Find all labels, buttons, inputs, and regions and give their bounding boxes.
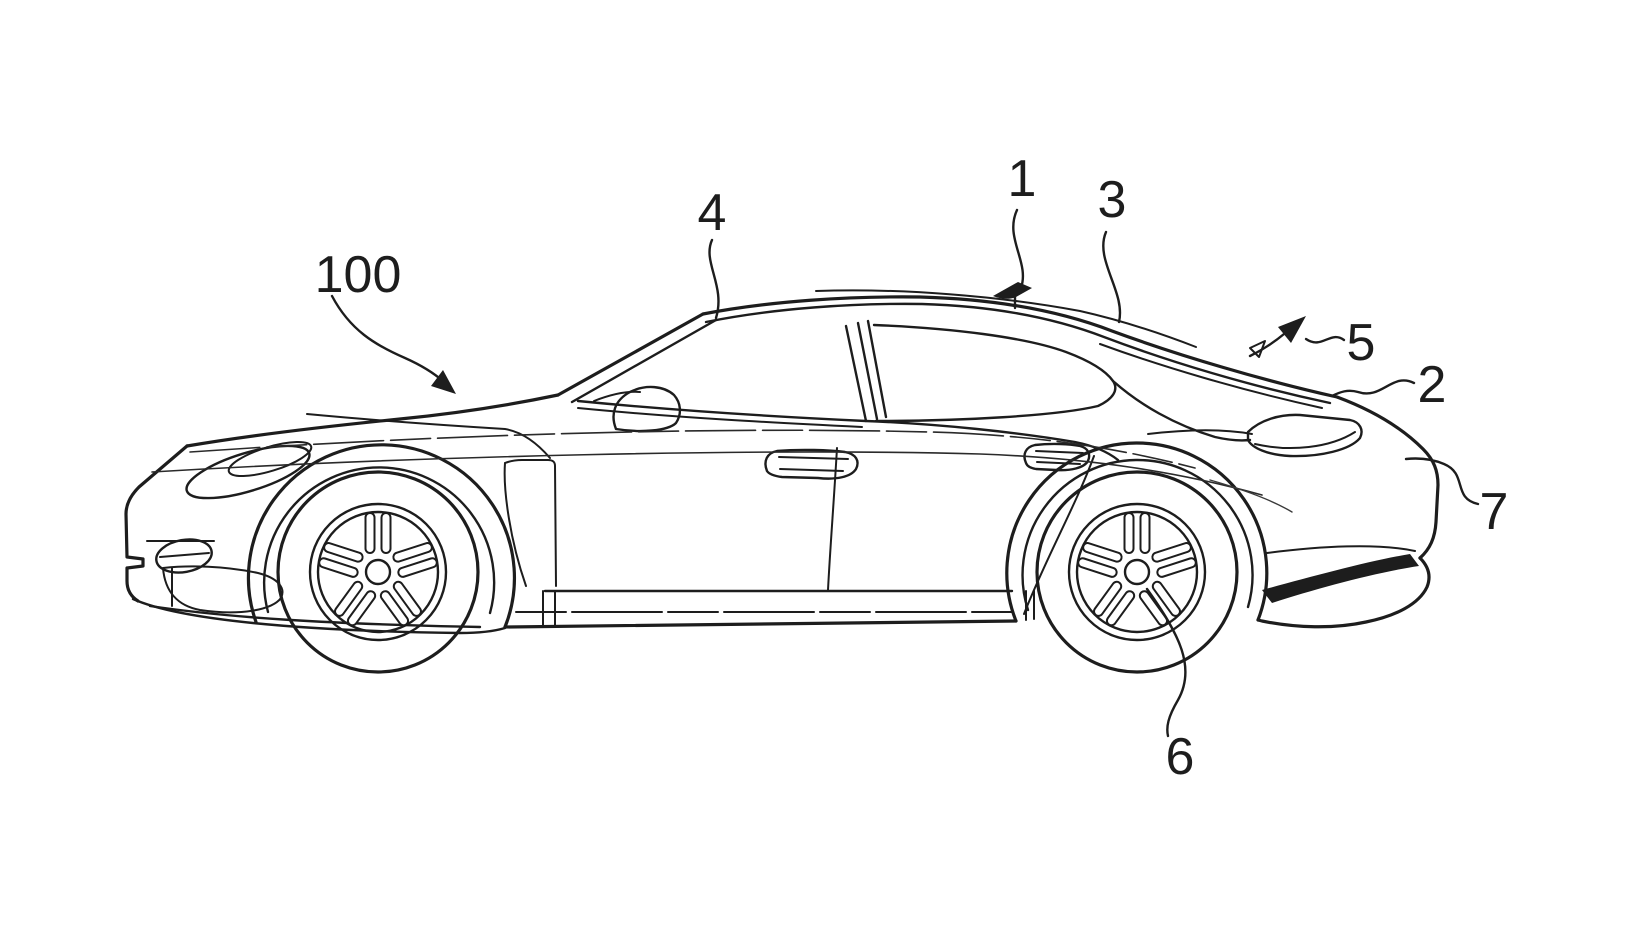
leader-1 — [1012, 208, 1024, 290]
reference-labels: 100 4 1 3 5 2 7 6 — [315, 150, 1509, 786]
front-wheel-spokes — [318, 512, 438, 627]
ref-label-4: 4 — [698, 184, 727, 242]
leader-2 — [1330, 379, 1416, 398]
leader-3 — [1102, 230, 1122, 324]
roof-antenna-mark — [993, 282, 1032, 299]
leader-7 — [1404, 457, 1480, 506]
leader-100-arrowhead — [431, 370, 456, 394]
leader-5 — [1304, 335, 1346, 344]
reference-leader-lines — [330, 208, 1480, 738]
leader-100 — [330, 294, 446, 384]
greenhouse-details — [576, 319, 1253, 462]
leader-6 — [1145, 587, 1187, 738]
rear-wheel-spokes — [1077, 512, 1197, 627]
door-details — [151, 429, 1263, 627]
car-body-outline — [124, 289, 1440, 635]
ref-label-3: 3 — [1098, 171, 1127, 229]
spoiler-motion-arrow-head — [1278, 316, 1306, 343]
spoiler-motion-arrow-shaft — [1248, 332, 1286, 358]
ref-label-2: 2 — [1418, 356, 1447, 414]
ref-label-7: 7 — [1480, 483, 1509, 541]
front-wheel — [276, 470, 480, 674]
ref-label-1: 1 — [1008, 150, 1037, 208]
leader-4 — [708, 238, 720, 320]
ref-label-5: 5 — [1347, 314, 1376, 372]
ref-label-6: 6 — [1166, 728, 1195, 786]
rear-end-details — [1209, 413, 1419, 603]
rear-wheel — [1035, 470, 1239, 674]
spoiler-hinge-triangle — [1249, 340, 1266, 358]
ref-label-100: 100 — [315, 246, 402, 304]
